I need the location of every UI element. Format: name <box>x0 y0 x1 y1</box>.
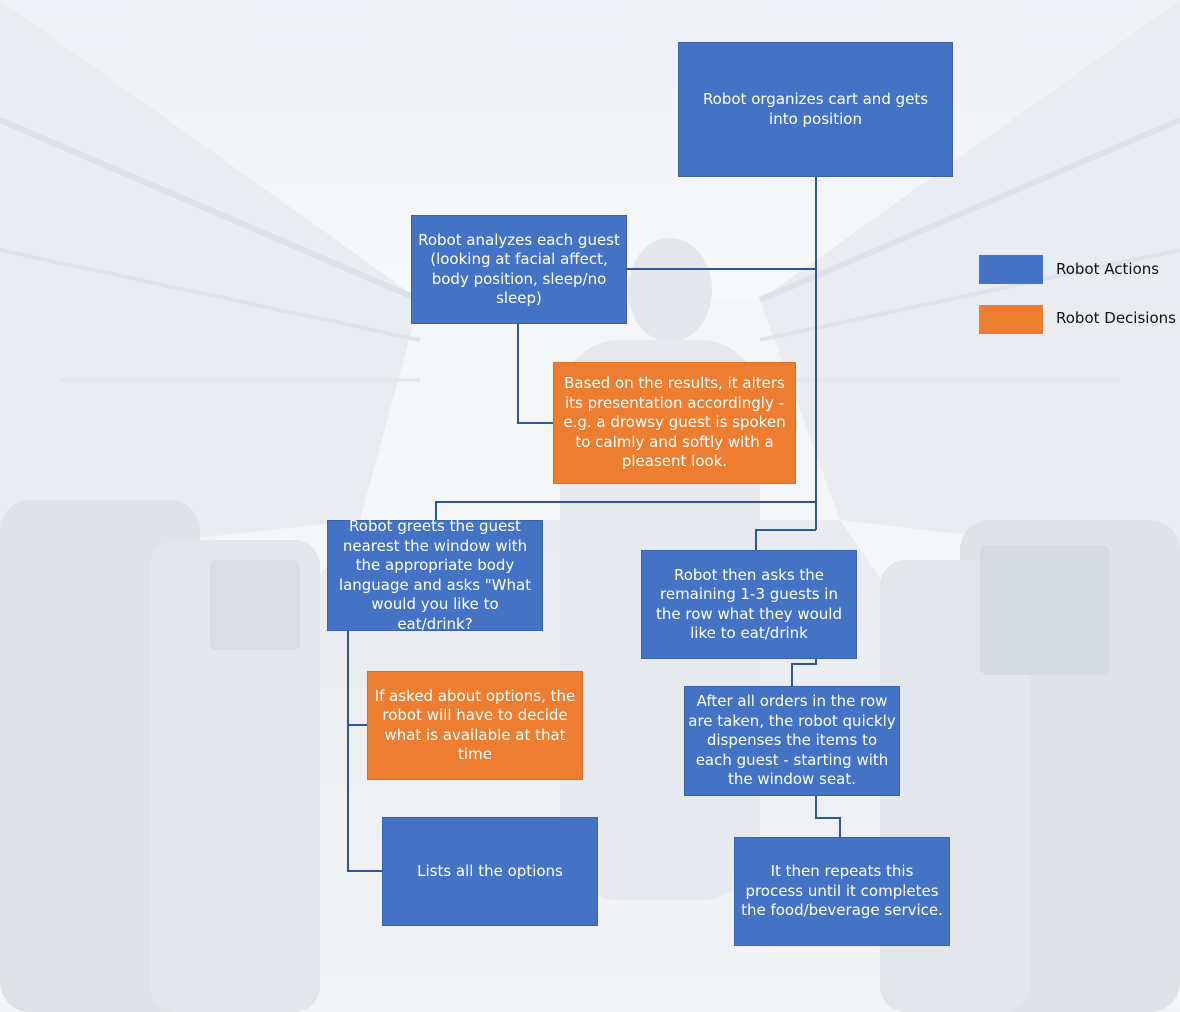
connector-alter <box>517 323 554 424</box>
node-analyze-guest-text: Robot analyzes each guest (looking at fa… <box>418 230 620 308</box>
node-alter-presentation: Based on the results, it alters its pres… <box>553 362 796 484</box>
node-greet-guest-text: Robot greets the guest nearest the windo… <box>338 517 532 633</box>
legend-label-decisions: Robot Decisions <box>1056 309 1176 327</box>
node-options-decision-text: If asked about options, the robot will h… <box>374 686 576 764</box>
legend-swatch-actions <box>979 255 1043 284</box>
node-repeat-process-text: It then repeats this process until it co… <box>741 862 943 920</box>
node-dispense-items-text: After all orders in the row are taken, t… <box>688 692 896 789</box>
node-list-options: Lists all the options <box>382 817 598 926</box>
node-organize-cart-text: Robot organizes cart and gets into posit… <box>702 90 929 128</box>
node-organize-cart: Robot organizes cart and gets into posit… <box>678 42 953 177</box>
node-list-options-text: Lists all the options <box>417 861 563 880</box>
connector-list <box>347 725 382 872</box>
node-repeat-process: It then repeats this process until it co… <box>734 837 950 946</box>
connector-ask <box>755 529 816 550</box>
node-ask-remaining: Robot then asks the remaining 1-3 guests… <box>641 550 857 659</box>
node-analyze-guest: Robot analyzes each guest (looking at fa… <box>411 215 627 324</box>
connector-greet <box>435 501 816 520</box>
node-greet-guest: Robot greets the guest nearest the windo… <box>327 517 543 633</box>
node-alter-presentation-text: Based on the results, it alters its pres… <box>563 374 786 471</box>
connector-repeat <box>815 795 841 838</box>
connector-dispense <box>791 657 817 686</box>
node-options-decision: If asked about options, the robot will h… <box>367 671 583 780</box>
node-ask-remaining-text: Robot then asks the remaining 1-3 guests… <box>656 565 842 643</box>
legend-swatch-decisions <box>979 305 1043 334</box>
legend-label-actions: Robot Actions <box>1056 260 1160 278</box>
node-dispense-items: After all orders in the row are taken, t… <box>684 686 900 796</box>
connector-options <box>347 631 368 726</box>
